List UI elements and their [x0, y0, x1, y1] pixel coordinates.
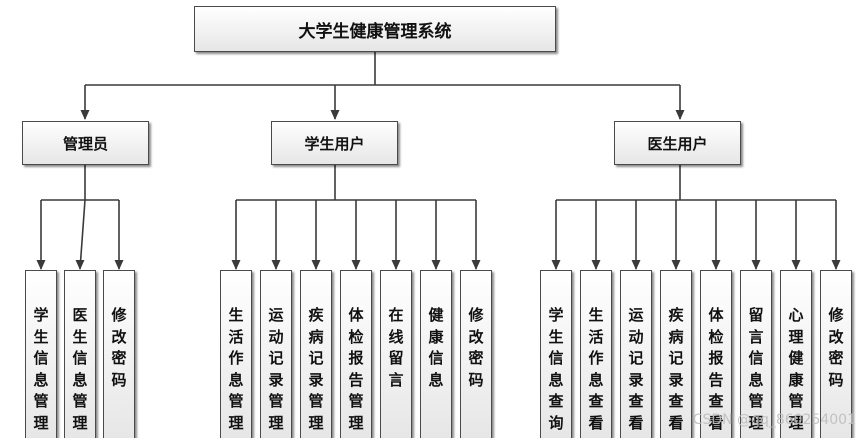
arrowhead — [36, 260, 46, 270]
arrowhead — [351, 260, 361, 270]
node-student-user-label: 学生用户 — [304, 134, 365, 153]
arrowhead — [631, 260, 641, 270]
arrowhead — [591, 260, 601, 270]
leaf-label: 体检报告管理 — [348, 306, 364, 432]
arrowhead — [114, 260, 124, 270]
arrowhead — [791, 260, 801, 270]
arrowhead — [751, 260, 761, 270]
leaf-label: 修改密码 — [828, 306, 844, 389]
leaf-label: 留言信息管理 — [748, 306, 764, 432]
arrowhead — [431, 260, 441, 270]
leaf-admin-doctor-info: 医生信息管理 — [64, 270, 96, 438]
arrowhead — [311, 260, 321, 270]
leaf-doctor-change-password: 修改密码 — [820, 270, 852, 438]
leaf-label: 运动记录管理 — [268, 306, 284, 432]
arrowhead — [271, 260, 281, 270]
arrowhead — [80, 110, 90, 120]
leaf-student-exercise: 运动记录管理 — [260, 270, 292, 438]
connector-line — [79, 199, 86, 270]
leaf-doctor-routine: 生活作息查看 — [580, 270, 612, 438]
leaf-label: 疾病记录查看 — [668, 306, 684, 432]
node-doctor-user: 医生用户 — [614, 121, 741, 165]
leaf-label: 修改密码 — [468, 306, 484, 389]
arrowhead — [75, 260, 85, 270]
arrowhead — [551, 260, 561, 270]
leaf-admin-student-info: 学生信息管理 — [25, 270, 57, 438]
arrowhead — [231, 260, 241, 270]
arrowhead — [831, 260, 841, 270]
leaf-doctor-mental-health: 心理健康管理 — [780, 270, 812, 438]
leaf-label: 疾病记录管理 — [308, 306, 324, 432]
leaf-label: 心理健康管理 — [788, 306, 804, 432]
watermark: CSDN @qq_860254001 — [692, 412, 856, 428]
node-admin: 管理员 — [22, 121, 149, 165]
leaf-student-checkup: 体检报告管理 — [340, 270, 372, 438]
leaf-label: 健康信息 — [428, 306, 444, 389]
node-student-user: 学生用户 — [271, 121, 398, 165]
leaf-doctor-checkup: 体检报告查看 — [700, 270, 732, 438]
leaf-label: 学生信息管理 — [33, 306, 49, 432]
leaf-doctor-student-query: 学生信息查询 — [540, 270, 572, 438]
leaf-doctor-message: 留言信息管理 — [740, 270, 772, 438]
arrowhead — [711, 260, 721, 270]
leaf-student-illness: 疾病记录管理 — [300, 270, 332, 438]
leaf-admin-change-password: 修改密码 — [103, 270, 135, 438]
arrowhead — [330, 110, 340, 120]
leaf-label: 运动记录查看 — [628, 306, 644, 432]
leaf-doctor-illness: 疾病记录查看 — [660, 270, 692, 438]
leaf-label: 在线留言 — [388, 306, 404, 389]
leaf-label: 学生信息查询 — [548, 306, 564, 432]
leaf-label: 生活作息查看 — [588, 306, 604, 432]
node-doctor-user-label: 医生用户 — [647, 134, 708, 153]
leaf-label: 体检报告查看 — [708, 306, 724, 432]
leaf-student-health-info: 健康信息 — [420, 270, 452, 438]
leaf-label: 医生信息管理 — [72, 306, 88, 432]
root-node: 大学生健康管理系统 — [194, 6, 556, 52]
arrowhead — [471, 260, 481, 270]
leaf-student-change-password: 修改密码 — [460, 270, 492, 438]
node-admin-label: 管理员 — [62, 134, 108, 153]
leaf-label: 生活作息管理 — [228, 306, 244, 432]
leaf-label: 修改密码 — [111, 306, 127, 389]
leaf-student-message: 在线留言 — [380, 270, 412, 438]
arrowhead — [675, 110, 685, 120]
arrowhead — [671, 260, 681, 270]
leaf-student-routine: 生活作息管理 — [220, 270, 252, 438]
leaf-doctor-exercise: 运动记录查看 — [620, 270, 652, 438]
arrowhead — [391, 260, 401, 270]
root-label: 大学生健康管理系统 — [298, 21, 452, 42]
